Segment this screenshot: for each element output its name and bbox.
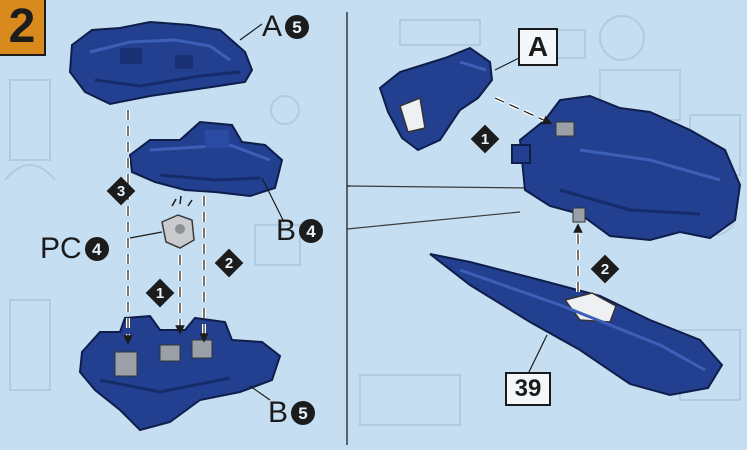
arrow-step-2: 2: [216, 250, 242, 276]
part-a5-shape: [70, 22, 252, 104]
label-a5-number: 5: [285, 15, 309, 39]
part-pc4-shape: [162, 196, 194, 248]
part-b5-shape: [80, 316, 280, 430]
label-pc4-letter: PC: [40, 234, 82, 264]
label-b4-letter: B: [276, 216, 296, 246]
part-b4-shape: [130, 122, 282, 196]
callout-39: 39: [505, 372, 551, 406]
callout-a: A: [518, 28, 558, 66]
right-arrow-step-1: 1: [472, 126, 498, 152]
label-pc4-number: 4: [85, 237, 109, 261]
label-b5: B 5: [268, 398, 315, 428]
label-a5: A 5: [262, 12, 309, 42]
label-b5-letter: B: [268, 398, 288, 428]
label-b4-number: 4: [299, 219, 323, 243]
main-body-shape: [512, 96, 740, 240]
arrow-step-1: 1: [147, 280, 173, 306]
label-b4: B 4: [276, 216, 323, 246]
label-a5-letter: A: [262, 12, 282, 42]
arrow-step-3: 3: [108, 178, 134, 204]
right-arrow-step-2: 2: [592, 256, 618, 282]
label-pc4: PC 4: [40, 234, 109, 264]
label-b5-number: 5: [291, 401, 315, 425]
